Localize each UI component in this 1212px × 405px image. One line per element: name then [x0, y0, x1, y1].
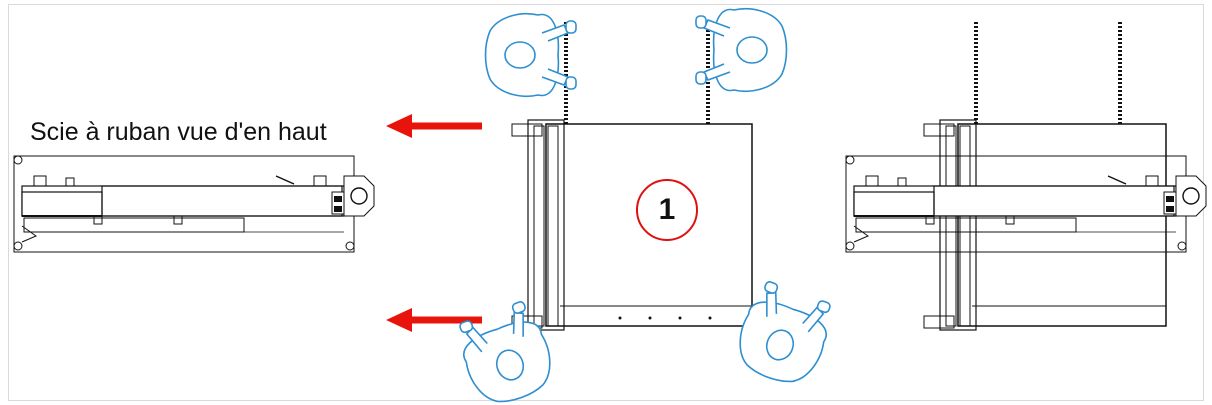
band-saw-on-trolley — [845, 22, 1207, 331]
left-arrow-icon — [386, 114, 482, 138]
left-arrow-icon — [386, 308, 482, 332]
operator-icon — [484, 12, 577, 98]
band-saw-top-view — [13, 155, 375, 253]
step-number-badge: 1 — [636, 179, 698, 241]
band-saw-caption: Scie à ruban vue d'en haut — [30, 118, 327, 146]
